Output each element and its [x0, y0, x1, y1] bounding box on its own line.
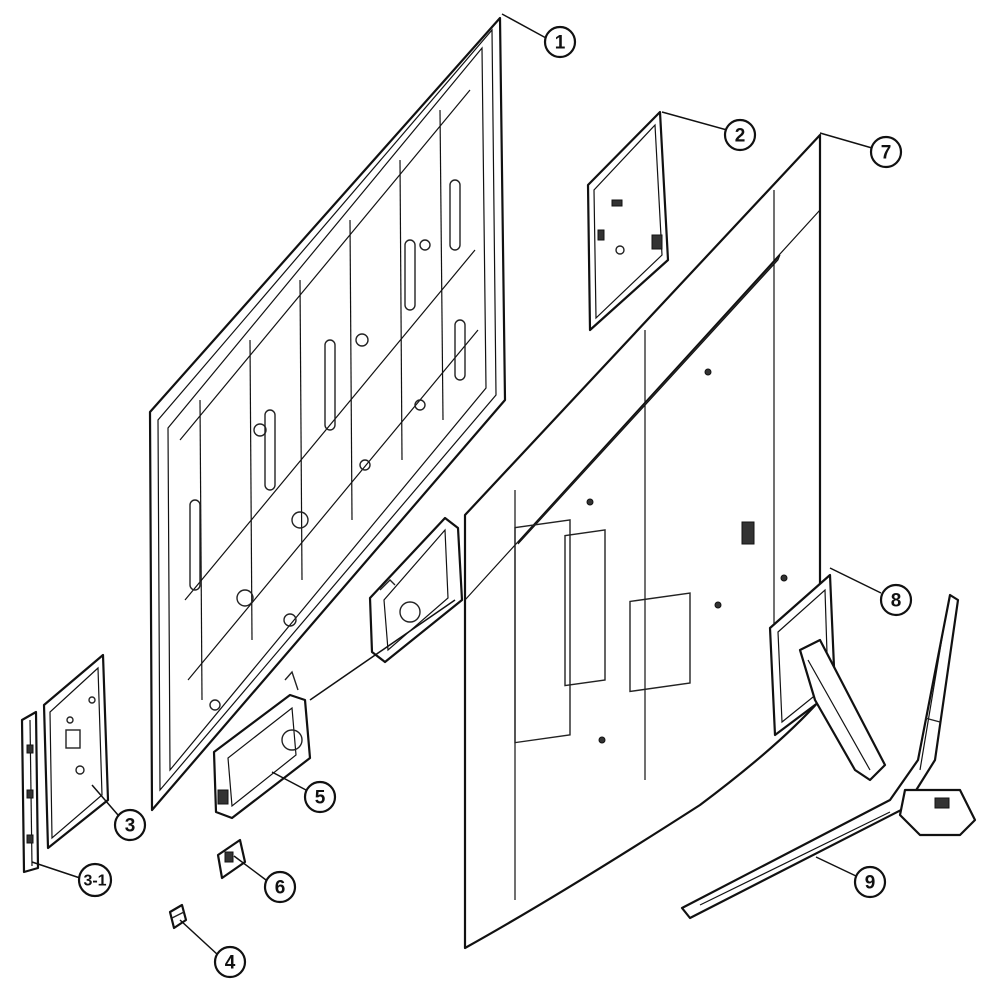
svg-text:3: 3 [125, 816, 136, 837]
svg-text:2: 2 [735, 126, 746, 147]
leader-2 [661, 111, 728, 131]
callout-3-1: 3-1 [77, 862, 113, 898]
leader-6 [233, 855, 267, 881]
part-3-1-side-bracket [20, 710, 40, 874]
callout-4: 4 [213, 945, 247, 979]
part-4-clip [168, 903, 188, 930]
leader-3 [91, 784, 119, 816]
callout-9: 9 [853, 865, 887, 899]
svg-text:1: 1 [555, 33, 566, 54]
leader-7 [819, 132, 873, 149]
callout-6: 6 [263, 870, 297, 904]
svg-text:8: 8 [891, 591, 902, 612]
part-9-stand-base [680, 593, 977, 920]
part-7-rear-cover [463, 133, 822, 950]
speaker-bracket-upper [368, 516, 464, 664]
leader-4 [179, 919, 219, 956]
leader-lines [31, 13, 882, 956]
part-6-small-bracket [216, 838, 247, 880]
leader-5 [271, 771, 307, 791]
svg-text:5: 5 [315, 788, 326, 809]
svg-text:6: 6 [275, 878, 286, 899]
part-1-chassis-frame [148, 16, 507, 812]
callout-8: 8 [879, 583, 913, 617]
callout-1: 1 [543, 25, 577, 59]
leader-3-1 [31, 861, 81, 879]
svg-text:4: 4 [225, 953, 236, 974]
leader-9 [815, 856, 857, 877]
part-2-main-board [586, 110, 670, 332]
svg-text:7: 7 [881, 143, 892, 164]
callout-3: 3 [113, 808, 147, 842]
svg-text:3-1: 3-1 [83, 873, 106, 890]
leader-8 [829, 567, 882, 594]
svg-text:9: 9 [865, 873, 876, 894]
callout-5: 5 [303, 780, 337, 814]
leader-1 [501, 13, 547, 39]
callout-7: 7 [869, 135, 903, 169]
callout-2: 2 [723, 118, 757, 152]
part-8-stand-neck [768, 573, 887, 782]
part-3-power-board [42, 653, 110, 850]
part-5-speaker [212, 599, 456, 820]
